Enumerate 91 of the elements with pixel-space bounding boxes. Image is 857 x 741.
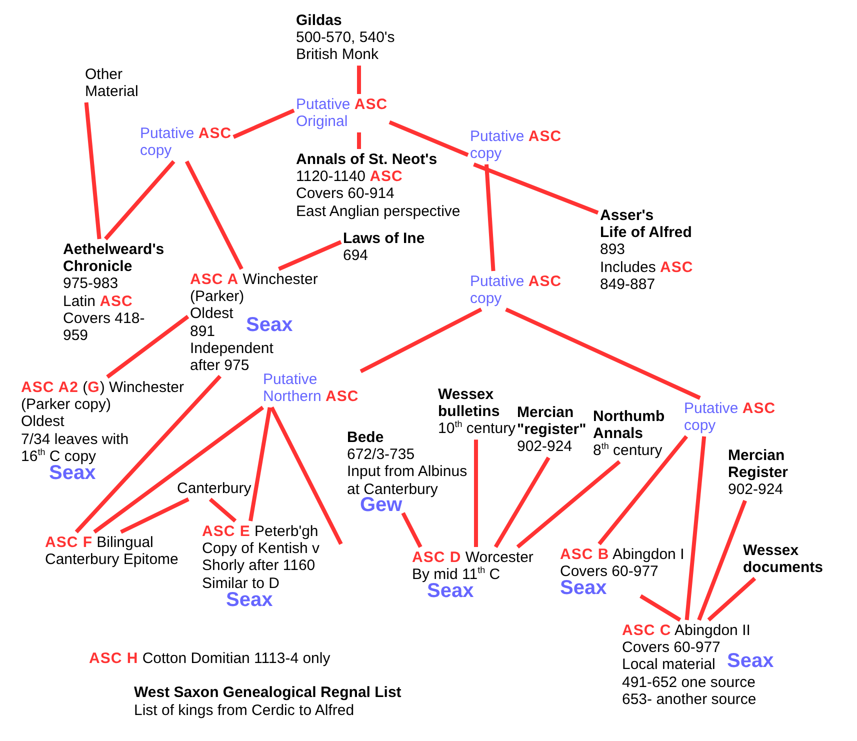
node-text: East Anglian perspective [296,202,460,220]
node-text: Oldest [21,413,64,431]
connector-line [120,497,190,534]
node-text: Local material [622,656,716,674]
node-heading: Mercian "register" [517,404,586,438]
node-text: Putative ASC copy [140,125,232,160]
connector-line [270,406,343,545]
node-text: Putative ASC Original [296,96,388,130]
node-heading: Gildas [296,12,342,30]
connector-line [357,132,361,149]
node-text: Similar to D [202,574,280,592]
node-text: Covers 60-914 [296,185,394,203]
side-note: Seax [727,654,774,669]
node-text: 893 [600,241,626,259]
node-text: British Monk [296,46,379,64]
node-text: 7/34 leaves with 16$^{th}$ C copy [21,430,129,465]
node-text: 8$^{th}$ century [593,442,662,460]
node-text: 500-570, 540's [296,29,395,46]
list-heading: West Saxon Genealogical Regnal List [134,684,402,702]
node-text: Covers 60-977 [560,563,658,580]
node-text: Input from Albinus at Canterbury [347,463,468,498]
connector-line [278,240,342,271]
connector-line [473,162,599,215]
side-note: Seax [427,584,474,599]
node-text: ASC C Abingdon II [622,622,750,640]
connector-line [106,314,190,379]
connector-line [707,576,756,622]
connector-line [598,435,688,546]
connector-line [248,407,272,522]
node-text: ASC E Peterb'gh [202,523,318,540]
node-text: ASC A Winchester (Parker) [190,271,318,306]
note-text: ASC H Cotton Domitian 1113-4 only [89,650,330,668]
node-text: Latin ASC [63,292,133,310]
connector-line [640,594,682,622]
node-text: Other Material [85,66,138,100]
node-text: ASC A2 (G) Winchester (Parker copy) [21,379,184,414]
node-text: 672/3-735 [347,446,415,464]
node-heading: Asser's Life of Alfred [600,207,692,242]
node-text: Includes ASC 849-887 [600,258,694,294]
connector-line [104,160,176,240]
connector-line [84,102,102,240]
list-text: List of kings from Cerdic to Alfred [134,702,354,720]
connector-line [505,308,701,400]
side-note: Seax [49,466,96,481]
side-note: Gew [360,498,402,513]
connector-line [184,160,244,270]
node-text: ASC F Bilingual Canterbury Epitome [45,534,178,568]
connector-line [357,66,361,94]
node-text: Putative ASC copy [470,273,562,308]
connector-line [684,436,706,620]
connector-line [93,406,264,534]
side-note: Seax [246,318,293,333]
connector-line [232,108,295,139]
connector-line [484,164,496,272]
node-heading: Bede [347,429,384,446]
node-text: 1120-1140 ASC [296,168,403,186]
node-text: ASC D Worcester [412,549,534,566]
connector-line [74,374,222,534]
node-text: 975-983 [63,275,118,293]
side-note: Seax [226,593,273,608]
connector-line [360,308,482,374]
connector-line [401,512,422,548]
connector-line [208,498,237,522]
node-text: 491-652 one source [622,674,756,691]
node-text: 902-924 [728,481,784,499]
node-text: 10$^{th}$ century [438,420,516,438]
node-heading: Aethelweard's Chronicle [63,241,164,276]
connector-line [474,440,478,547]
node-text: Covers 60-977 [622,639,720,656]
node-text: Putative ASC copy [684,400,776,434]
node-text: Oldest [190,305,234,323]
node-heading: Mercian Register [728,447,788,482]
node-text: By mid 11$^{th}$ C [412,566,500,584]
connector-line [388,120,469,157]
node-text: Shorly after 1160 [202,557,316,575]
node-text: 653- another source [622,690,756,708]
node-text: 891 [190,322,216,340]
node-text: 902-924 [517,438,572,456]
node-text: Canterbury [177,480,252,498]
connector-line [697,500,747,621]
node-heading: Wessex documents [743,542,824,576]
node-text: Copy of Kentish v [202,540,320,558]
node-text: ASC B Abingdon I [560,546,684,564]
side-note: Seax [560,581,607,596]
node-heading: Annals of St. Neot's [296,151,438,168]
node-text: Covers 418- 959 [63,310,145,344]
node-text: Putative ASC copy [470,128,562,162]
node-heading: Laws of Ine [343,230,425,248]
connector-line [494,456,550,548]
node-text: 694 [343,247,368,264]
connector-line [516,460,621,549]
